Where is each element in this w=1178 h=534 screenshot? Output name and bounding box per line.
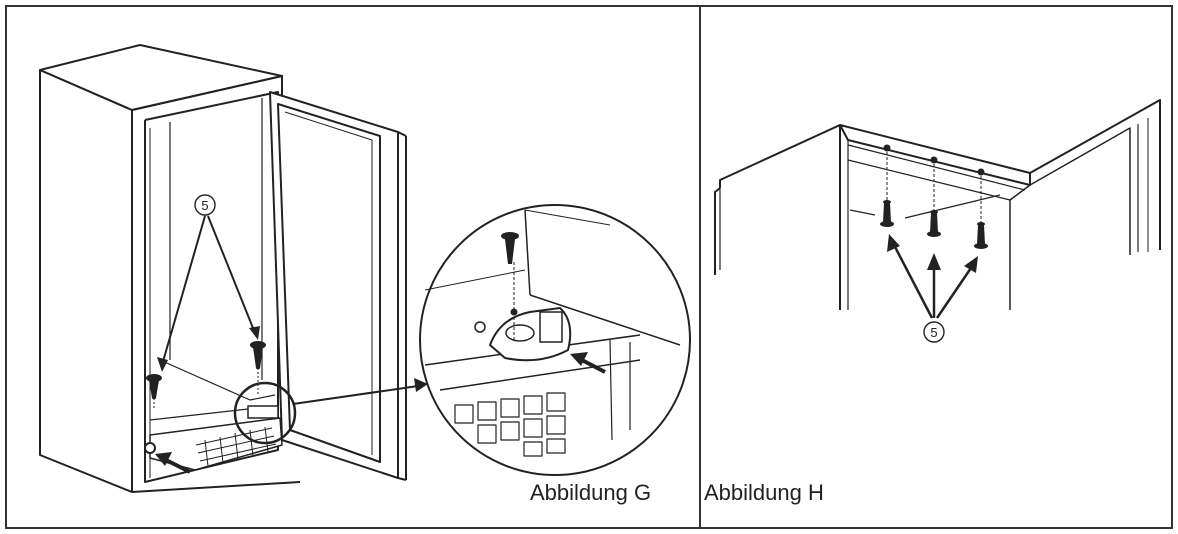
figure-h-caption: Abbildung H <box>704 480 824 505</box>
cabinet-right-wall <box>1029 99 1161 250</box>
figure-g-callout: 5 <box>157 194 260 372</box>
figure-g-caption: Abbildung G <box>530 480 652 505</box>
cabinet-front <box>131 75 283 111</box>
door-gasket <box>277 103 381 463</box>
zoom-grille <box>454 392 566 457</box>
bottom-grille <box>149 417 283 471</box>
figure-g-illustration <box>39 44 407 493</box>
figure-h-callout: 5 <box>887 234 978 343</box>
cabinet-side <box>39 69 133 493</box>
zoom-screw-icon <box>501 232 519 264</box>
screw-h3-icon <box>974 222 988 249</box>
figure-h-callout-label: 5 <box>930 325 937 340</box>
screw-h2-icon <box>927 210 941 237</box>
arrow-zoom-icon <box>570 352 606 374</box>
grille-lines <box>195 426 277 467</box>
cabinet-opening <box>144 91 279 483</box>
detail-highlight-circle <box>233 381 297 445</box>
screws-figure-h <box>880 200 988 249</box>
screw-left-icon <box>146 374 162 410</box>
figure-g-callout-label: 5 <box>201 198 208 213</box>
outer-frame <box>5 5 1173 529</box>
hinge-bracket <box>489 307 572 362</box>
top-rail <box>839 124 1031 186</box>
zoom-detail <box>419 204 691 476</box>
arrow-foot-icon <box>155 452 191 474</box>
figure-h-illustration <box>714 99 1161 310</box>
screw-h1-icon <box>880 200 894 227</box>
cabinet-left-wall <box>719 124 841 310</box>
zoom-leader <box>292 378 428 405</box>
screw-right-icon <box>250 341 266 395</box>
